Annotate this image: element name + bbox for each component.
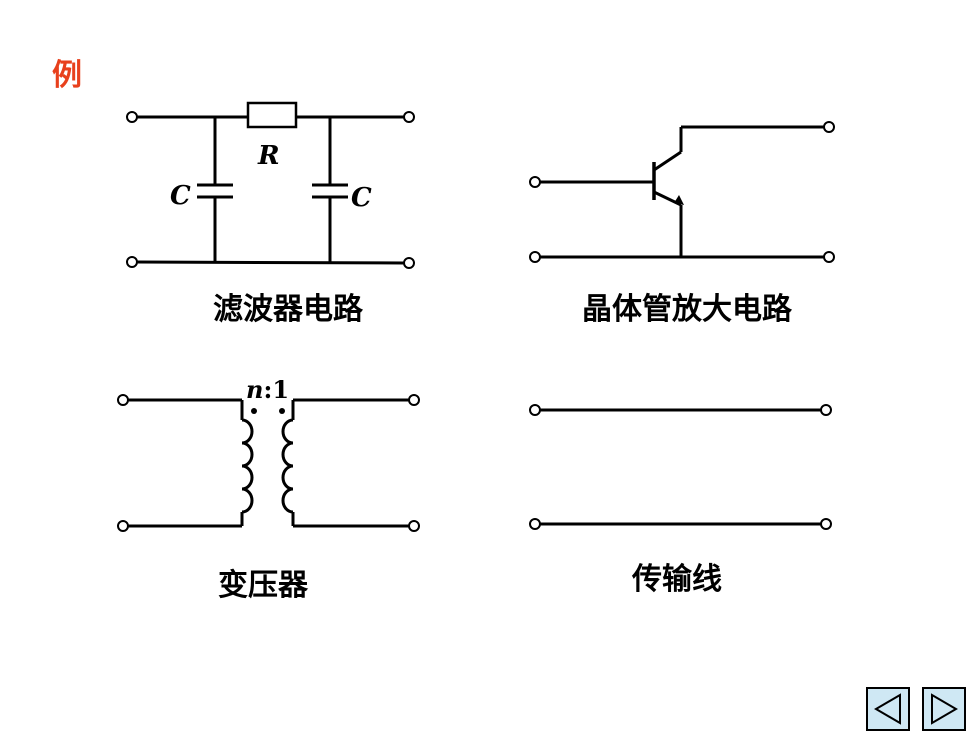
turns-ratio-rest: :1: [263, 375, 289, 404]
terminal: [117, 394, 129, 406]
terminal: [529, 251, 541, 263]
prev-slide-button[interactable]: [866, 687, 910, 731]
terminal: [820, 404, 832, 416]
next-slide-button[interactable]: [922, 687, 966, 731]
terminal: [117, 520, 129, 532]
filter-caption: 滤波器电路: [213, 292, 363, 327]
transformer-caption: 变压器: [218, 568, 308, 603]
resistor: [246, 101, 298, 129]
terminal: [823, 251, 835, 263]
terminal: [126, 256, 138, 268]
dot-marker: [279, 408, 285, 414]
dot-marker: [251, 408, 257, 414]
transmission-line-caption: 传输线: [632, 562, 722, 597]
triangle-left-icon: [874, 693, 901, 725]
transistor-circuit: [529, 121, 835, 263]
secondary-coil: [281, 418, 294, 514]
terminal: [529, 518, 541, 530]
turns-ratio-label: n:1: [246, 375, 289, 404]
terminal: [126, 111, 138, 123]
terminal: [408, 394, 420, 406]
terminal: [820, 518, 832, 530]
transformer-circuit: [117, 394, 420, 532]
emitter-arrow: [674, 195, 684, 205]
terminal: [403, 257, 415, 269]
terminal: [529, 404, 541, 416]
example-heading: 例: [52, 58, 82, 93]
resistor-label: R: [257, 141, 280, 171]
terminal: [403, 111, 415, 123]
transistor-caption: 晶体管放大电路: [582, 292, 792, 327]
terminal: [823, 121, 835, 133]
terminal: [529, 176, 541, 188]
turns-ratio-n: n: [246, 375, 263, 404]
capacitor-label-right: C: [351, 183, 372, 213]
filter-circuit: [126, 101, 415, 269]
transmission-line-circuit: [529, 404, 832, 530]
primary-coil: [241, 418, 254, 514]
triangle-right-icon: [931, 693, 958, 725]
terminal: [408, 520, 420, 532]
capacitor-label-left: C: [170, 181, 191, 211]
